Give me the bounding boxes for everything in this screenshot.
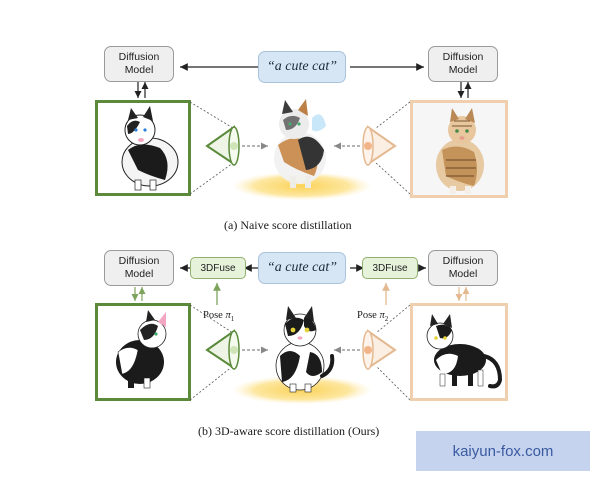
diffusion-model-right-b: Diffusion Model — [428, 250, 498, 286]
cat-image-a-left — [121, 106, 179, 191]
camera-right-a — [362, 125, 397, 166]
pose-sub-left: 1 — [230, 315, 235, 324]
pose-word-right: Pose — [357, 310, 377, 321]
ground-disc-a — [234, 172, 370, 200]
camera-left-a — [205, 125, 240, 166]
camera-right-b — [362, 329, 397, 370]
pose-sub-right: 2 — [384, 315, 389, 324]
3dfuse-box-left: 3DFuse — [190, 257, 246, 279]
cat-3d-b — [275, 306, 335, 393]
pose-pi-right: π — [379, 310, 385, 321]
pose-label-left: Pose π1 — [203, 310, 234, 323]
diffusion-model-left-b: Diffusion Model — [104, 250, 174, 286]
camera-left-b — [205, 329, 240, 370]
diffusion-model-left-a: Diffusion Model — [104, 46, 174, 82]
caption-a: (a) Naive score distillation — [224, 218, 352, 232]
prompt-box-a: “a cute cat” — [258, 51, 346, 83]
pose-word-left: Pose — [203, 310, 223, 321]
cat-3d-a — [274, 99, 326, 188]
caption-b: (b) 3D-aware score distillation (Ours) — [198, 424, 380, 438]
pose-label-right: Pose π2 — [357, 310, 388, 323]
diffusion-model-right-a: Diffusion Model — [428, 46, 498, 82]
cat-image-b-right — [426, 314, 503, 389]
prompt-box-b: “a cute cat” — [258, 252, 346, 284]
cat-image-a-right — [436, 108, 484, 194]
cat-image-b-left — [116, 310, 167, 389]
watermark: kaiyun-fox.com — [416, 431, 590, 471]
pose-pi-left: π — [225, 310, 231, 321]
3dfuse-box-right: 3DFuse — [362, 257, 418, 279]
